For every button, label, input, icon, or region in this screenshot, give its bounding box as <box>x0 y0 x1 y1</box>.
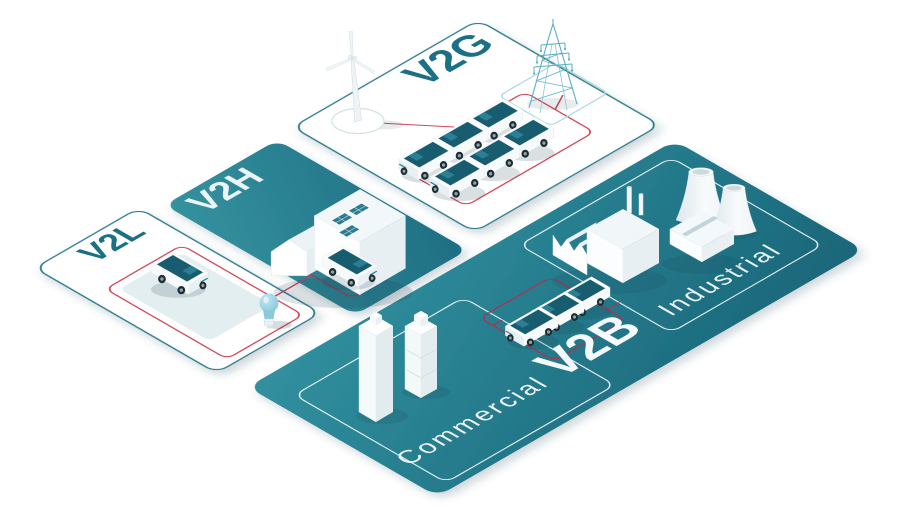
v2b-industrial-connector-line <box>606 302 620 310</box>
v2b-commercial-connector-line <box>492 319 503 326</box>
commercial-cluster <box>356 310 450 424</box>
solar-panel-icon <box>330 202 371 238</box>
v2g-pylon-connector-line <box>554 94 564 110</box>
office-tower-icon <box>356 311 408 424</box>
office-tower-icon <box>402 310 450 399</box>
pylon-ground-pad <box>501 64 606 125</box>
warehouse-vent-icon <box>662 211 742 274</box>
house-solar-icon <box>270 189 413 308</box>
industrial-cluster <box>552 167 760 294</box>
lightbulb-icon <box>259 293 292 329</box>
transmission-tower-icon <box>527 19 579 114</box>
v2l-red-loop <box>108 246 300 358</box>
wind-turbine-icon <box>325 30 404 135</box>
iso-plane: V2G V2H V2L V2B Commercial Industrial <box>39 22 858 493</box>
v2l-v2h-connector-line <box>272 274 313 298</box>
